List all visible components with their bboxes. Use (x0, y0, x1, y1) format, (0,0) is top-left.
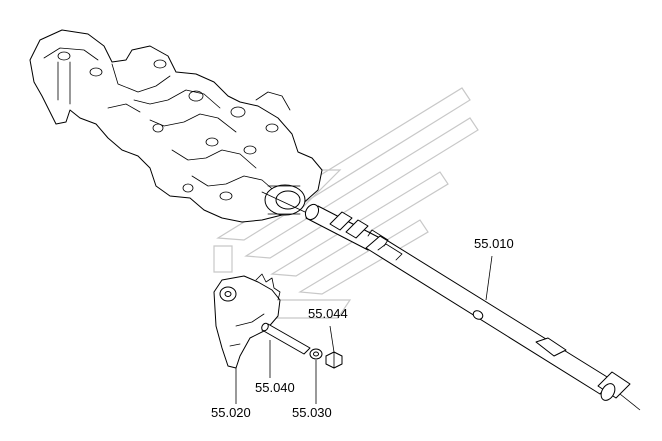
bolt (325, 351, 343, 369)
selector-lever (213, 273, 281, 369)
leader-55-010 (485, 255, 493, 301)
valve-body-housing (29, 29, 323, 223)
label-55-044: 55.044 (308, 306, 348, 321)
washer (309, 348, 323, 360)
label-55-010: 55.010 (474, 236, 514, 251)
label-55-020: 55.020 (211, 405, 251, 420)
label-55-040: 55.040 (255, 380, 295, 395)
selector-shaft (261, 191, 641, 411)
leader-55-044 (329, 325, 335, 353)
spring-pin (261, 322, 311, 355)
label-55-030: 55.030 (292, 405, 332, 420)
